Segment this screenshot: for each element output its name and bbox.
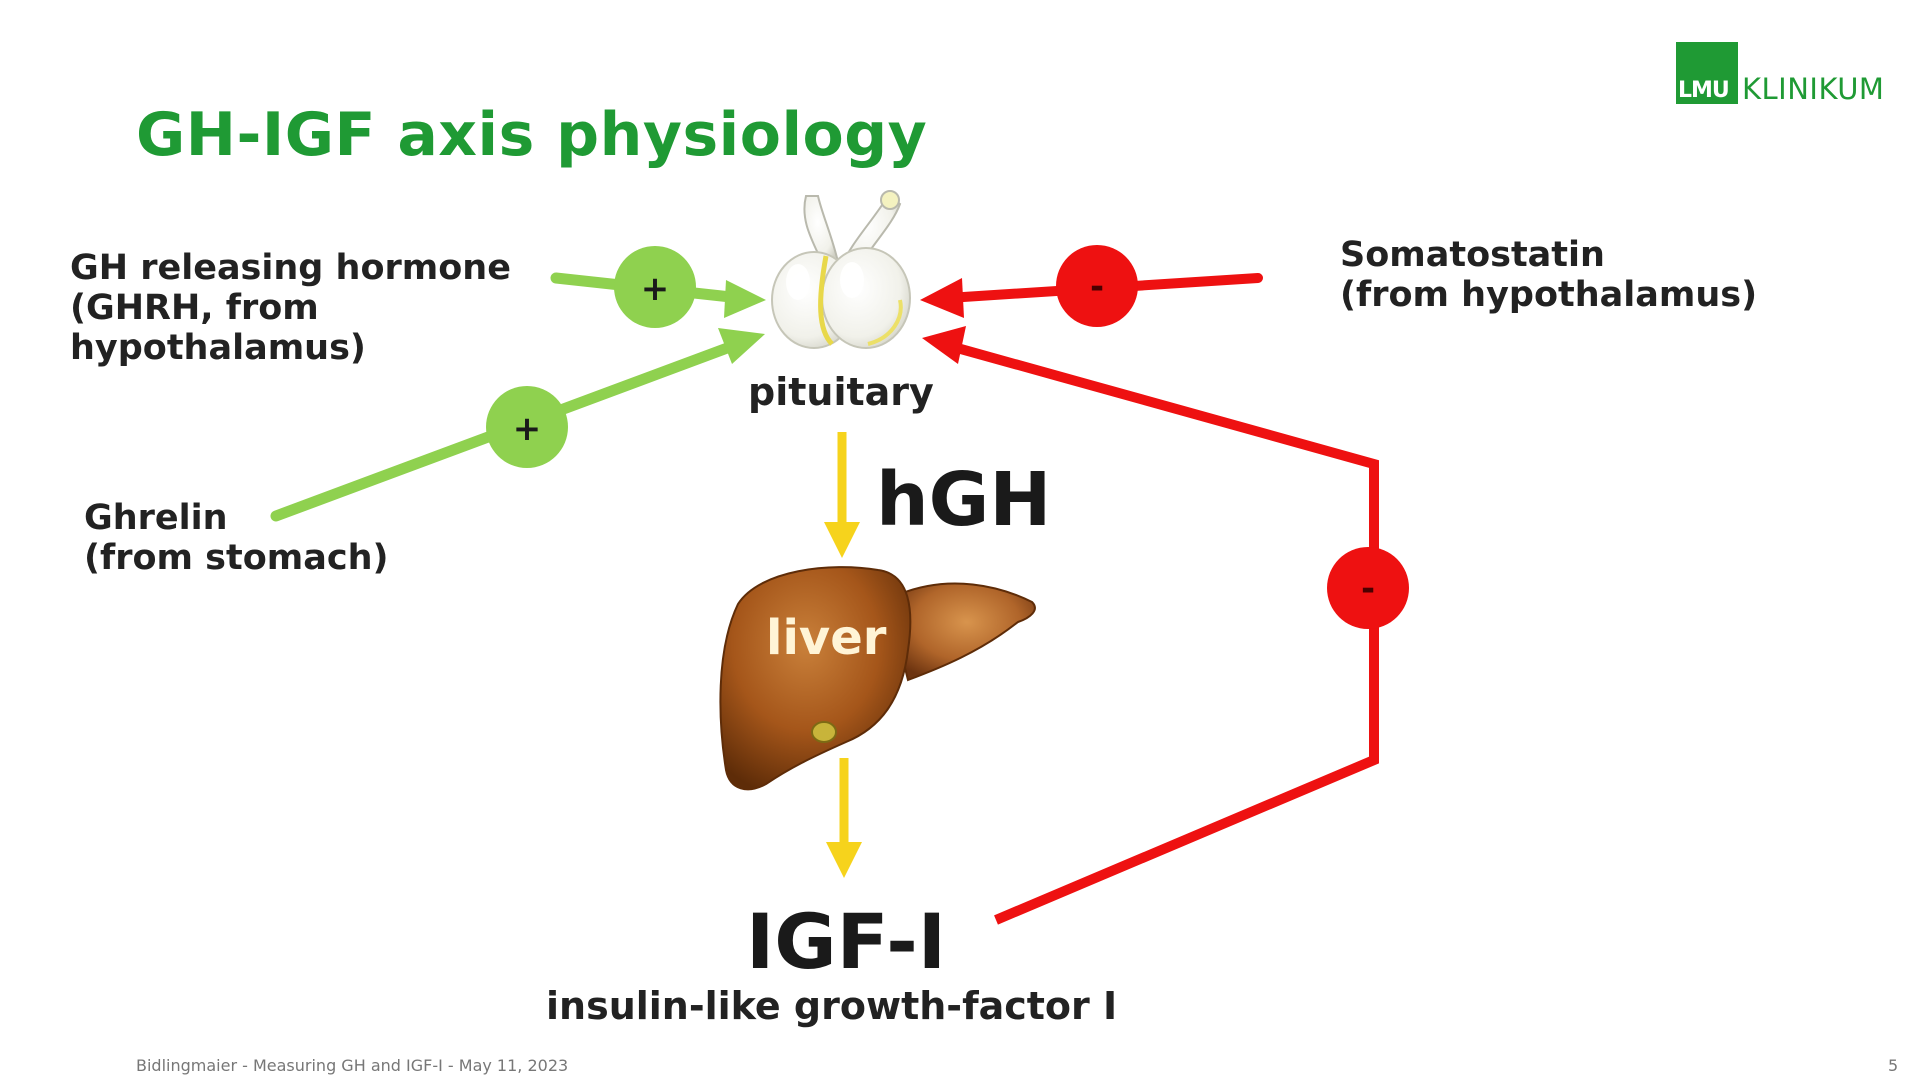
igf-feedback-minus-sign: - — [1361, 569, 1375, 609]
somatostatin-label: Somatostatin (from hypothalamus) — [1340, 235, 1758, 315]
somatostatin-minus-sign: - — [1090, 267, 1104, 307]
igf-arrow — [826, 758, 862, 878]
ghrh-plus-marker: + — [614, 246, 696, 328]
liver-label: liver — [766, 610, 887, 666]
igf-sublabel: insulin-like growth-factor I — [546, 984, 1118, 1028]
pituitary-gland-image — [771, 190, 911, 349]
igf-feedback-minus-marker: - — [1327, 547, 1409, 629]
page-number: 5 — [1888, 1056, 1899, 1075]
ghrelin-plus-sign: + — [513, 409, 542, 449]
logo-box: LMU — [1676, 42, 1738, 104]
ghrh-label: GH releasing hormone (GHRH, from hypotha… — [70, 248, 511, 368]
logo-text: KLINIKUM — [1742, 72, 1885, 106]
somatostatin-minus-marker: - — [1056, 245, 1138, 327]
ghrelin-label: Ghrelin (from stomach) — [84, 498, 389, 578]
pituitary-label: pituitary — [748, 370, 934, 414]
hgh-label: hGH — [876, 457, 1052, 543]
liver-image — [719, 566, 1036, 791]
lmu-klinikum-logo: LMU KLINIKUM — [1676, 40, 1884, 104]
slide-footer: Bidlingmaier - Measuring GH and IGF-I - … — [136, 1056, 569, 1075]
logo-box-text: LMU — [1678, 78, 1730, 103]
ghrelin-plus-marker: + — [486, 386, 568, 468]
slide-title: GH-IGF axis physiology — [136, 100, 928, 170]
hgh-arrow — [824, 432, 860, 558]
igf-label: IGF-I — [746, 897, 947, 986]
ghrh-plus-sign: + — [641, 269, 670, 309]
